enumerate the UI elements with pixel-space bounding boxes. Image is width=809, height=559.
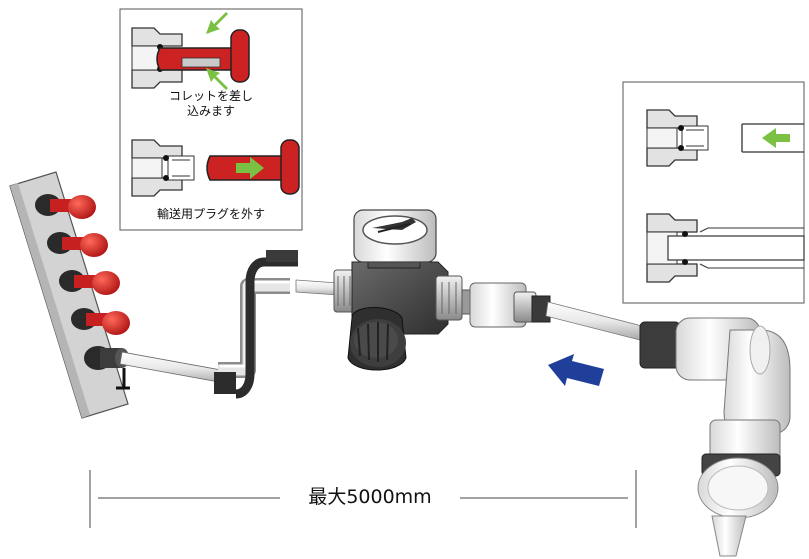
outlet-plug-2	[47, 232, 108, 257]
adjustment-knob	[347, 307, 407, 371]
dimension-line	[89, 470, 637, 528]
outlet-plug-4	[71, 308, 130, 335]
dimension-label: 最大5000mm	[308, 486, 432, 508]
elbow-fitting	[639, 317, 791, 437]
flow-direction-arrow-icon	[548, 354, 604, 386]
callout-label-remove-plug: 輸送用プラグを外す	[156, 207, 265, 221]
pressure-regulator	[333, 209, 463, 371]
pull-arrow-icon	[236, 157, 264, 179]
callout-box-left	[119, 8, 303, 231]
callout-label-line-1: コレットを差し	[168, 89, 253, 103]
outlet-plug-1	[35, 194, 96, 219]
push-arrow-icon-bottom	[206, 68, 228, 90]
callout-label-insert-collet: コレットを差し 込みます	[120, 89, 302, 119]
regulator-outlet-nut	[435, 275, 463, 321]
fitting-after-insert	[646, 213, 805, 283]
pressure-gauge	[353, 209, 437, 269]
callout-label-line-2: 込みます	[186, 104, 235, 118]
drain-bowl	[697, 419, 781, 557]
callout-box-right	[622, 81, 805, 304]
fitting-plug-remove	[131, 139, 195, 197]
wall-outlet-panel	[9, 171, 130, 419]
push-arrow-icon-top	[206, 12, 228, 34]
air-tube-right	[545, 301, 643, 341]
union-fitting	[461, 282, 551, 328]
air-tube-left	[119, 278, 290, 385]
fitting-before-insert	[646, 109, 804, 167]
outlet-plug-3	[59, 270, 120, 295]
insert-arrow-icon	[762, 128, 790, 148]
tube-bend-guide	[214, 250, 298, 399]
mounting-bracket	[116, 368, 130, 390]
transport-plug-inserted	[156, 29, 250, 83]
